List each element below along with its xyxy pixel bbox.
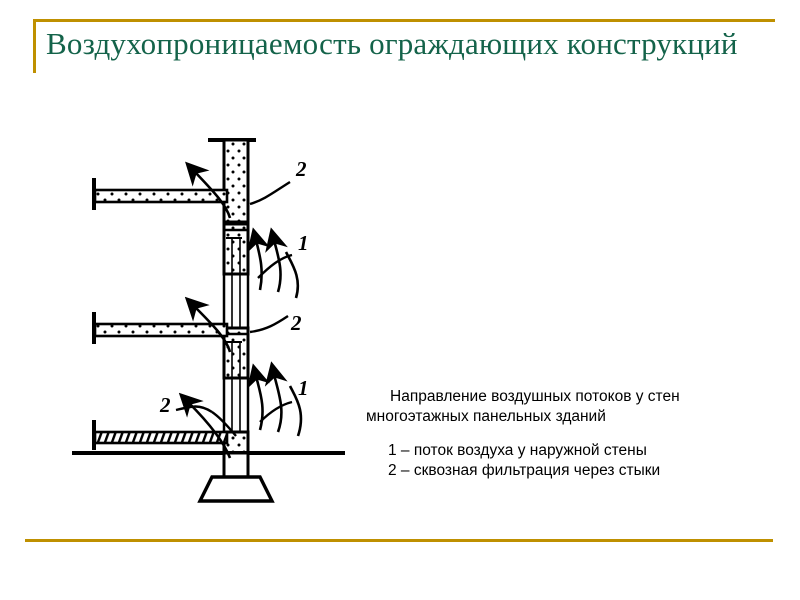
floor-slab xyxy=(92,178,229,344)
figure-diagram: 2 1 2 1 2 xyxy=(60,120,390,520)
foundation-footing xyxy=(197,451,275,503)
figure-caption: Направление воздушных потоков у стен мно… xyxy=(366,387,766,481)
decorative-rule-bottom xyxy=(25,539,773,542)
callout-1-lower: 1 xyxy=(298,376,309,400)
caption-heading-line1: Направление воздушных потоков у стен xyxy=(390,388,680,405)
callout-2-lower: 2 xyxy=(159,393,171,417)
wall-assembly xyxy=(72,138,345,503)
callout-2-mid: 2 xyxy=(290,311,302,335)
legend-item-1: 1 – поток воздуха у наружной стены xyxy=(388,442,647,460)
caption-legend: 1 – поток воздуха у наружной стены 2 – с… xyxy=(366,441,766,480)
callout-group: 2 1 2 1 2 xyxy=(159,157,309,417)
hatched-basement-floor xyxy=(92,420,229,450)
callout-1-upper: 1 xyxy=(298,231,309,255)
callout-leader xyxy=(175,180,293,437)
legend-item-2: 2 – сквозная фильтрация через стыки xyxy=(388,462,661,480)
caption-heading-line2: многоэтажных панельных зданий xyxy=(366,407,606,425)
decorative-rule-top xyxy=(33,19,775,22)
decorative-rule-left xyxy=(33,19,36,73)
caption-heading: Направление воздушных потоков у стен мно… xyxy=(366,387,766,426)
page-title: Воздухопроницаемость ограждающих констру… xyxy=(46,26,738,61)
callout-2-upper: 2 xyxy=(295,157,307,181)
